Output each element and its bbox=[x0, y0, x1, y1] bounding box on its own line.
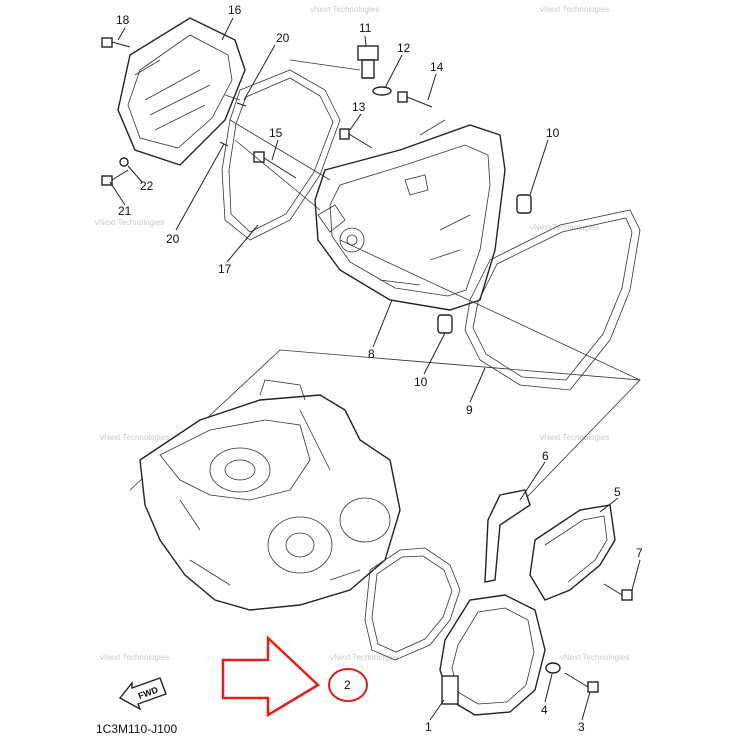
callout-2: 2 bbox=[344, 678, 351, 692]
leader-lines bbox=[109, 17, 641, 721]
callout-10-top: 10 bbox=[546, 126, 560, 140]
callout-16: 16 bbox=[228, 3, 242, 17]
generator-cover-part-1 bbox=[439, 594, 546, 716]
callout-5: 5 bbox=[614, 485, 621, 499]
bolt-part-7 bbox=[603, 583, 633, 601]
bolt-part-15 bbox=[253, 151, 297, 179]
watermark: vNext Technologies bbox=[560, 653, 629, 662]
callout-20-top: 20 bbox=[276, 31, 290, 45]
callout-8: 8 bbox=[368, 347, 375, 361]
watermark: vNext Technologies bbox=[540, 5, 609, 14]
callout-3: 3 bbox=[578, 720, 585, 734]
dowel-part-10 bbox=[437, 194, 532, 334]
o-ring-part-12 bbox=[372, 86, 392, 96]
crankcase bbox=[139, 379, 401, 611]
callout-21: 21 bbox=[118, 204, 132, 218]
upper-assembly-frame bbox=[229, 59, 641, 381]
highlight-arrow bbox=[221, 635, 321, 718]
callout-9: 9 bbox=[466, 403, 473, 417]
watermark: vNext Technologies bbox=[330, 653, 399, 662]
clutch-cover-part-16 bbox=[117, 17, 246, 166]
washer-part-22 bbox=[119, 157, 129, 167]
callout-6: 6 bbox=[542, 449, 549, 463]
callout-7: 7 bbox=[636, 546, 643, 560]
watermark: vNext Technologies bbox=[100, 653, 169, 662]
callout-4: 4 bbox=[541, 703, 548, 717]
callout-10-bottom: 10 bbox=[414, 375, 428, 389]
callout-1: 1 bbox=[425, 720, 432, 734]
damper-part-4 bbox=[545, 662, 561, 674]
watermark: vNext Technologies bbox=[530, 223, 599, 232]
callout-20-bottom: 20 bbox=[166, 232, 180, 246]
diagram-code: 1C3M110-J100 bbox=[96, 722, 177, 736]
callout-13: 13 bbox=[352, 100, 366, 114]
callout-14: 14 bbox=[430, 60, 444, 74]
bolt-part-18 bbox=[101, 37, 131, 48]
callout-11: 11 bbox=[359, 21, 372, 35]
crankcase-cover-part-8 bbox=[314, 124, 506, 311]
bolt-part-13 bbox=[339, 128, 373, 149]
plate-part-6 bbox=[484, 489, 531, 583]
forward-arrow-icon: FWD bbox=[118, 677, 167, 711]
watermark: vNext Technologies bbox=[540, 433, 609, 442]
watermark: vNext Technologies bbox=[95, 218, 164, 227]
watermark: vNext Technologies bbox=[310, 5, 379, 14]
plug-part-11 bbox=[357, 45, 379, 79]
gasket-part-17 bbox=[221, 69, 341, 241]
bolt-part-3 bbox=[564, 672, 599, 693]
callout-15: 15 bbox=[269, 126, 283, 140]
gasket-part-9 bbox=[464, 209, 641, 391]
callout-17: 17 bbox=[218, 262, 232, 276]
callout-22: 22 bbox=[140, 179, 154, 193]
cover-part-5 bbox=[529, 504, 616, 601]
callout-18: 18 bbox=[116, 13, 130, 27]
gasket-part-2 bbox=[364, 547, 461, 661]
callout-labels: 18 16 20 11 12 14 13 15 10 22 21 20 17 8… bbox=[116, 3, 643, 734]
highlight-circle bbox=[328, 668, 368, 702]
bolt-part-14 bbox=[397, 91, 433, 108]
bolt-part-21 bbox=[101, 169, 129, 186]
watermark: vNext Technologies bbox=[100, 433, 169, 442]
callout-12: 12 bbox=[397, 41, 411, 55]
watermark-group: vNext Technologies vNext Technologies vN… bbox=[95, 5, 629, 662]
